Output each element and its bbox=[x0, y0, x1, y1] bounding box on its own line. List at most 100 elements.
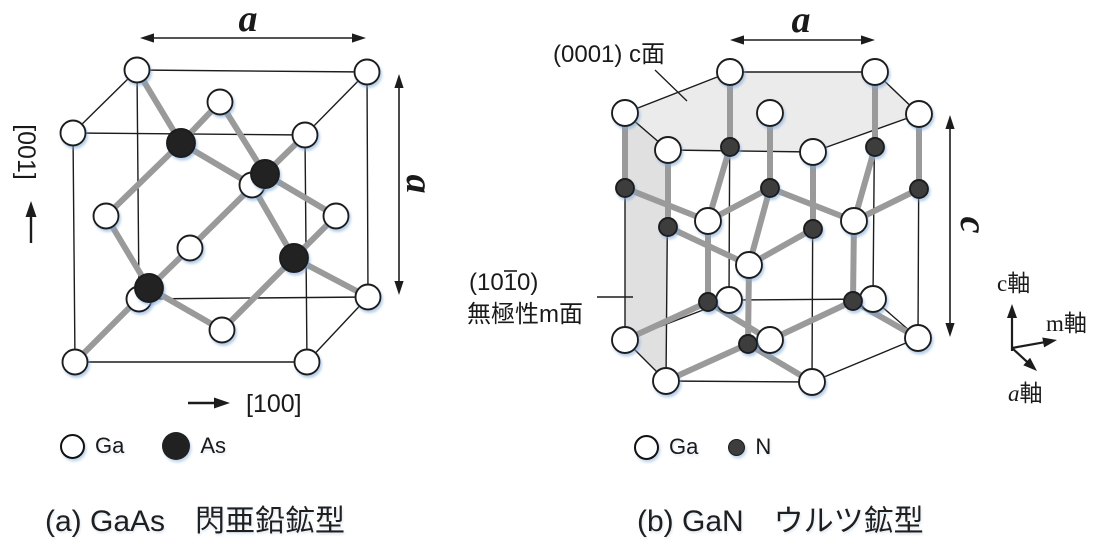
atom-ga bbox=[322, 202, 350, 230]
atom-ga bbox=[208, 316, 236, 344]
axis-label-c-part: 軸 bbox=[1007, 270, 1030, 296]
legend-gaas: Ga As bbox=[60, 432, 226, 460]
atom-n-upper bbox=[865, 137, 885, 157]
dim-arrow-a-side-left-head bbox=[394, 74, 404, 88]
m-plane-face bbox=[625, 113, 668, 381]
axis-label-m: m軸 bbox=[1046, 310, 1087, 336]
legend-gan: Ga N bbox=[634, 434, 771, 460]
label-c-plane: (0001) c面 bbox=[553, 41, 665, 68]
atom-ga bbox=[353, 58, 381, 86]
atom-n-upper bbox=[803, 219, 823, 239]
atom-ga-middle bbox=[840, 207, 868, 235]
legend-label-as: As bbox=[200, 433, 227, 458]
bond-gan bbox=[622, 185, 711, 224]
dim-arrow-c-head bbox=[945, 323, 955, 337]
atom-ga bbox=[123, 56, 151, 84]
atom-ga-bottom bbox=[798, 368, 826, 396]
label-m-plane-index: (1010) bbox=[469, 269, 538, 296]
atom-n-lower bbox=[738, 334, 758, 354]
axis-label-m-part: 軸 bbox=[1064, 310, 1087, 336]
atom-ga-top bbox=[654, 136, 682, 164]
bond-gan bbox=[622, 299, 711, 343]
legend-label-ga: Ga bbox=[95, 433, 125, 458]
atom-as bbox=[279, 243, 309, 273]
cube-edge bbox=[306, 296, 369, 363]
c-plane-pointer bbox=[654, 69, 688, 102]
cube-edge bbox=[72, 132, 76, 363]
atom-ga bbox=[92, 202, 120, 230]
atom-ga-bottom bbox=[859, 285, 887, 313]
dim-label-a-top-left: a bbox=[239, 0, 258, 40]
dim-arrow-c-head bbox=[945, 115, 955, 129]
cube-edge bbox=[366, 71, 369, 298]
axis-arrow-001-head bbox=[25, 201, 37, 217]
atom-ga-bottom bbox=[904, 324, 932, 352]
atom-as bbox=[250, 159, 280, 189]
atom-ga-top bbox=[611, 99, 639, 127]
prism-edge bbox=[811, 337, 919, 383]
atom-as bbox=[134, 273, 164, 303]
atom-ga bbox=[291, 121, 319, 149]
atom-ga-top bbox=[716, 58, 744, 86]
dim-arrow-a-right-head bbox=[861, 35, 875, 45]
atom-ga bbox=[293, 348, 321, 376]
atom-ga-bottom bbox=[756, 326, 784, 354]
prism-edge bbox=[667, 149, 814, 153]
atom-ga bbox=[61, 348, 89, 376]
atom-ga bbox=[59, 119, 87, 147]
atom-ga-middle bbox=[694, 207, 722, 235]
dim-label-c: c bbox=[952, 217, 994, 234]
dim-arrow-a-side-left-head bbox=[394, 281, 404, 295]
legend-label-n: N bbox=[755, 434, 772, 459]
atom-as bbox=[166, 128, 196, 158]
atom-ga-top bbox=[905, 100, 933, 128]
prism-edge bbox=[812, 113, 920, 153]
axis-label-a: a軸 bbox=[1008, 380, 1043, 406]
axis-label-a-part: a bbox=[1008, 381, 1020, 406]
caption-gan-wurtzite: (b) GaN ウルツ鉱型 bbox=[637, 505, 924, 538]
atom-n-lower bbox=[698, 292, 718, 312]
atom-ga-bottom bbox=[611, 326, 639, 354]
bond-gan bbox=[767, 185, 857, 224]
as-atom-legend-icon bbox=[162, 432, 191, 460]
bond-gan bbox=[665, 224, 752, 268]
atom-n-upper bbox=[720, 137, 740, 157]
ga-atom-legend-icon bbox=[60, 433, 85, 459]
axis-arrow-m-head bbox=[1042, 337, 1057, 348]
axis-label-m-part: m bbox=[1046, 311, 1064, 336]
n-atom-legend-icon bbox=[728, 438, 746, 456]
axis-label-100: [100] bbox=[246, 390, 302, 418]
dim-arrow-a-top-left-head bbox=[140, 33, 154, 43]
axis-arrow-a-head bbox=[1023, 357, 1037, 371]
cube-edge bbox=[72, 69, 138, 134]
axis-label-001: [001] bbox=[12, 124, 40, 180]
atom-ga-middle bbox=[735, 251, 763, 279]
atom-ga bbox=[176, 234, 204, 262]
atom-ga-bottom bbox=[715, 286, 743, 314]
bond-gan bbox=[663, 341, 751, 384]
dim-label-a-side-left: a bbox=[398, 175, 440, 194]
prism-edge bbox=[665, 380, 813, 383]
bond-gan bbox=[767, 298, 856, 343]
dim-arrow-a-right-head bbox=[730, 35, 744, 45]
atom-n-lower bbox=[843, 291, 863, 311]
atom-ga-top bbox=[799, 138, 827, 166]
atom-ga-top bbox=[756, 99, 784, 127]
legend-label-ga: Ga bbox=[669, 434, 699, 459]
ga-atom-legend-icon bbox=[634, 434, 659, 460]
axis-arrow-c-head bbox=[1007, 304, 1017, 318]
cube-edge bbox=[136, 69, 368, 73]
axis-arrow-100-head bbox=[214, 397, 230, 409]
atom-n-upper bbox=[658, 217, 678, 237]
atom-n-upper bbox=[615, 178, 635, 198]
atom-n-upper bbox=[760, 178, 780, 198]
dim-arrow-a-top-left-head bbox=[352, 33, 366, 43]
caption-gaas-zincblende: (a) GaAs 閃亜鉛鉱型 bbox=[45, 505, 346, 538]
atom-ga bbox=[206, 88, 234, 116]
atom-ga-bottom bbox=[652, 367, 680, 395]
bond-gaas bbox=[103, 140, 184, 219]
axis-label-a-part: 軸 bbox=[1020, 380, 1043, 406]
atom-ga-top bbox=[861, 58, 889, 86]
